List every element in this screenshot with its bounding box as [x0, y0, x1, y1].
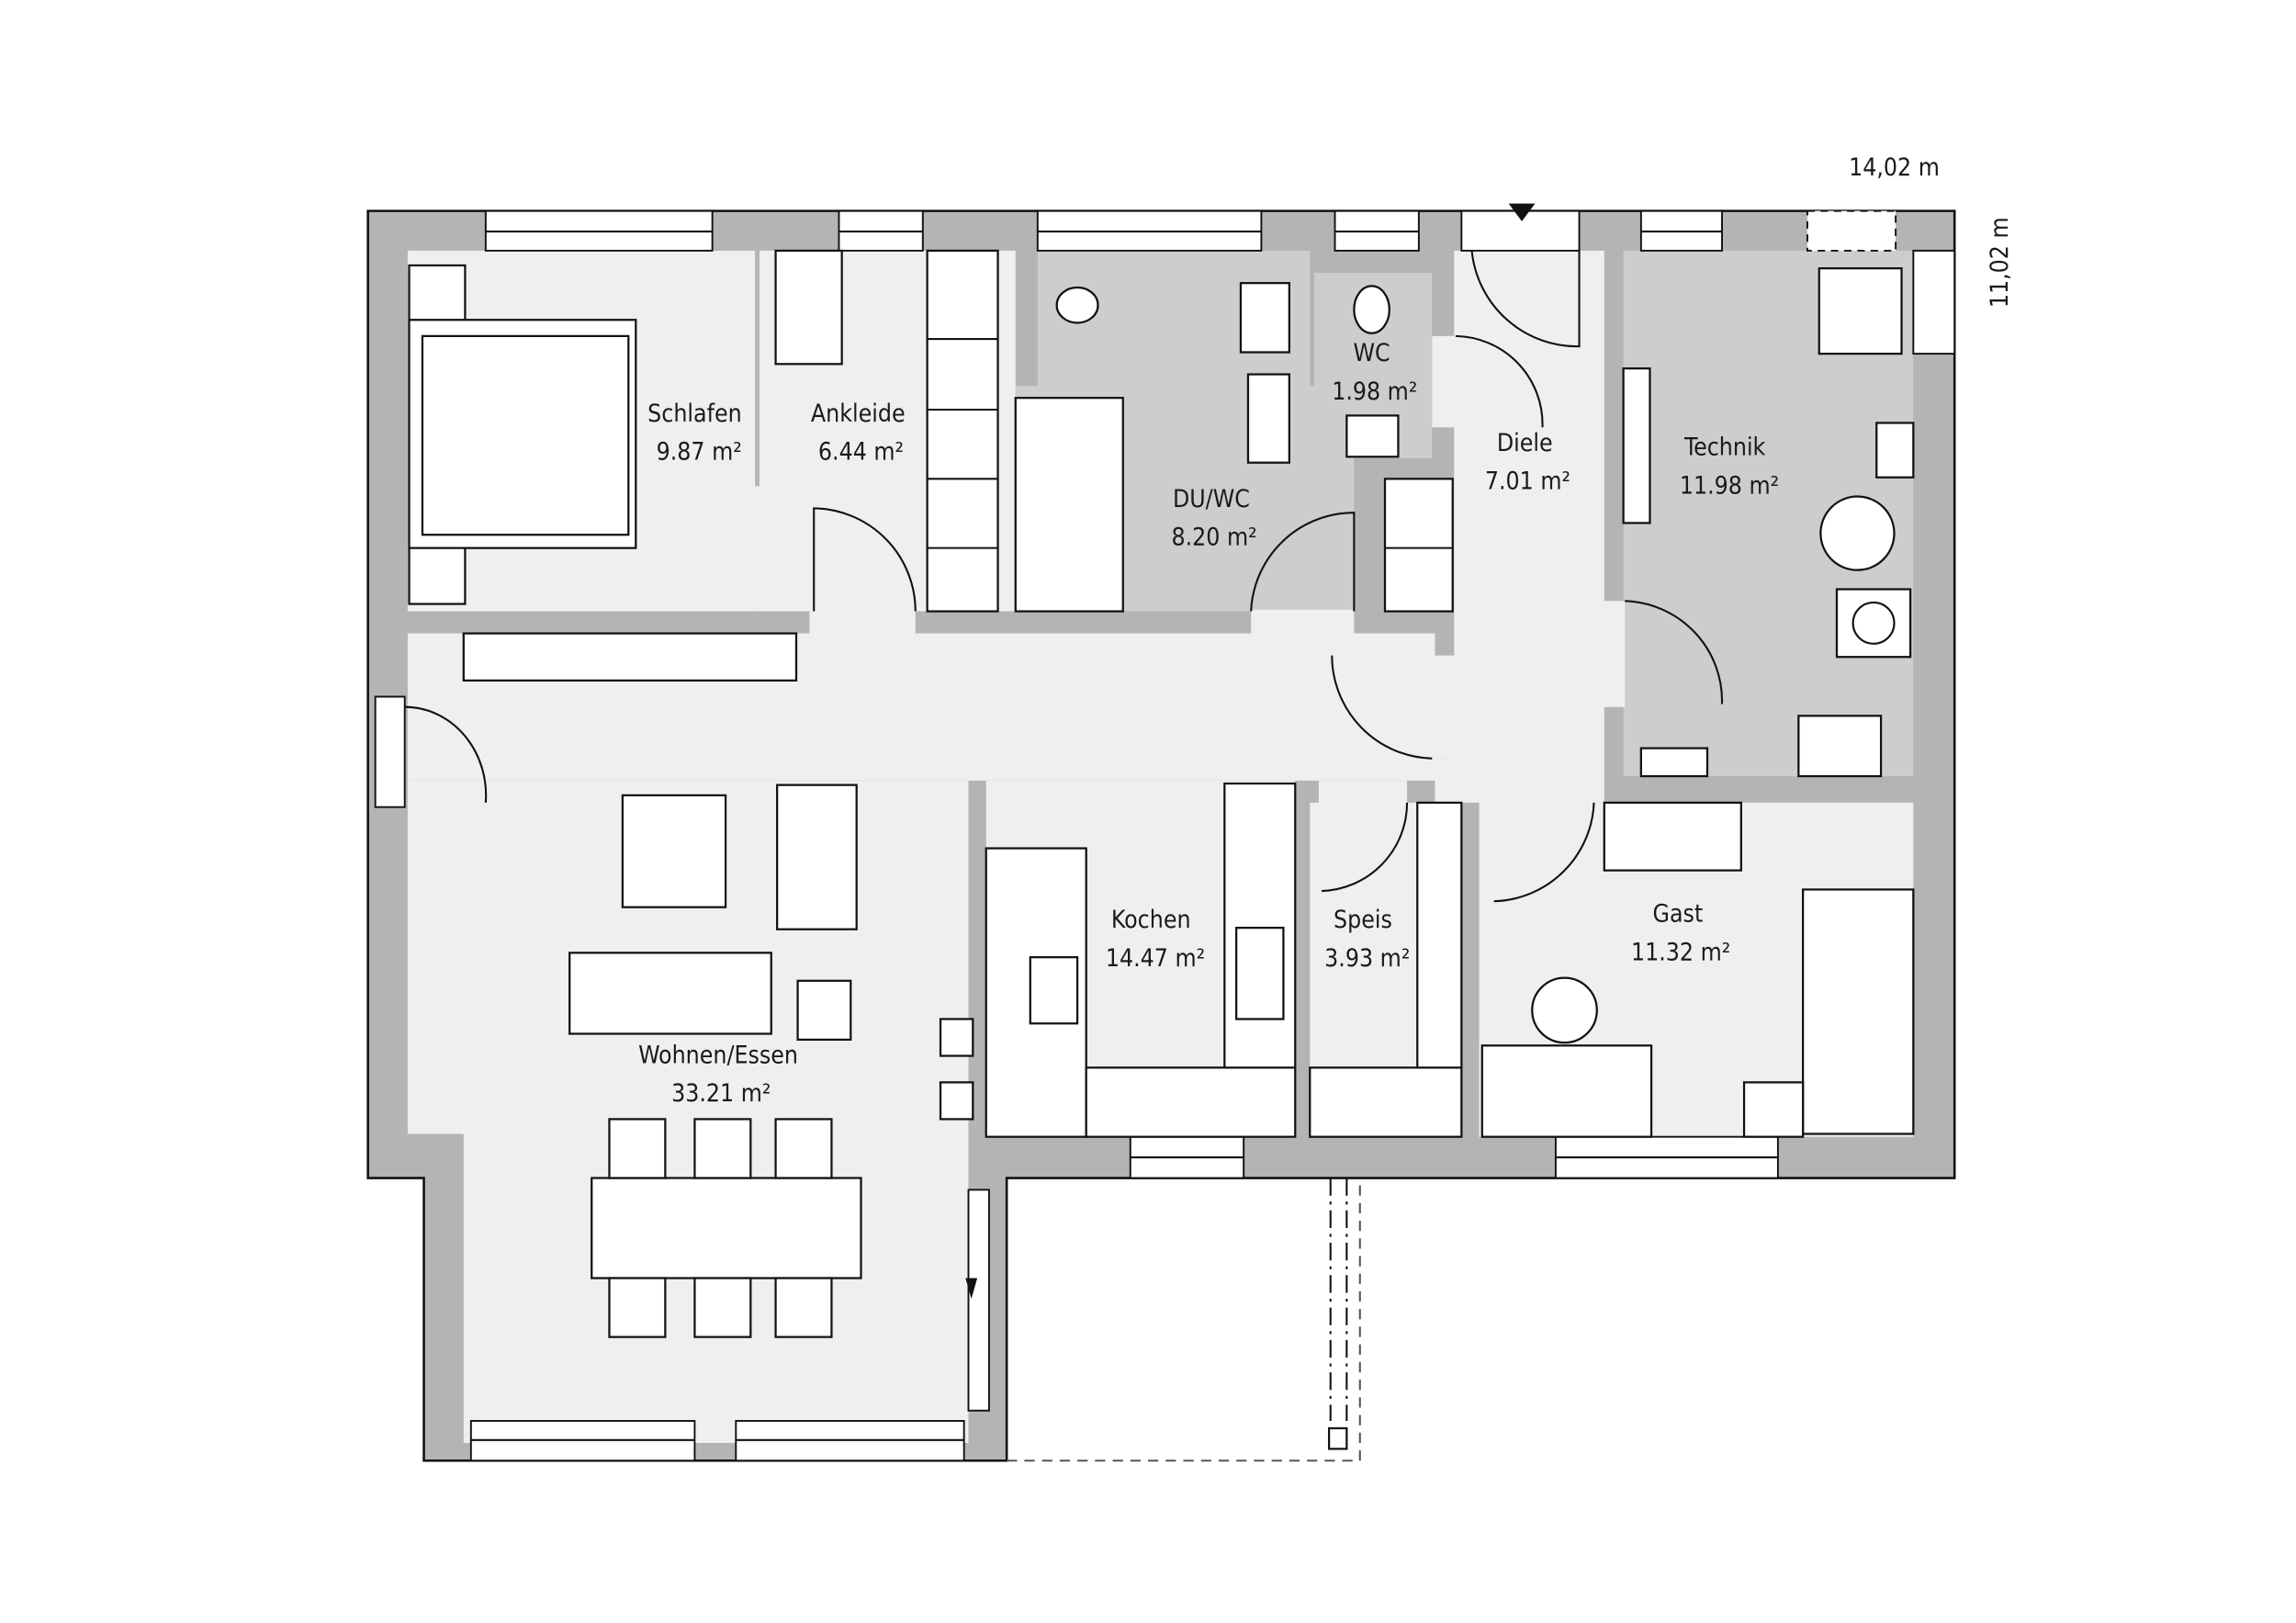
sideboard — [462, 632, 798, 682]
plant-icon — [796, 979, 852, 1042]
room-name: Speis — [1334, 906, 1392, 934]
room-area: 3.93 m² — [1324, 944, 1410, 973]
dryer — [1797, 715, 1883, 778]
terrace-outline — [1007, 1178, 1361, 1462]
sink-kitchen-icon — [1235, 926, 1285, 1020]
boiler-icon — [1819, 495, 1896, 571]
room-name: Gast — [1653, 900, 1704, 929]
wc-sink-icon — [1345, 414, 1400, 458]
floor-diele — [1454, 250, 1604, 781]
room-labels: Schlafen 9.87 m² Ankleide 6.44 m² WC 1.9… — [638, 339, 1779, 1108]
room-area: 7.01 m² — [1485, 468, 1570, 496]
depth-dimension: 11,02 m — [1986, 217, 2014, 308]
room-area: 14.47 m² — [1106, 944, 1205, 973]
desk — [1480, 1044, 1653, 1138]
terrace-post — [1327, 1426, 1348, 1450]
room-area: 6.44 m² — [818, 437, 904, 466]
shower — [1014, 397, 1124, 613]
wc-toilet-icon — [1353, 285, 1390, 334]
tank — [1818, 267, 1903, 355]
furniture — [408, 249, 1915, 1338]
chair-icon — [1531, 976, 1598, 1044]
windows — [374, 203, 1956, 1462]
cooktop-icon — [1029, 956, 1079, 1025]
room-area: 11.98 m² — [1680, 471, 1779, 500]
room-name: Wohnen/Essen — [638, 1042, 798, 1070]
room-area: 1.98 m² — [1332, 378, 1417, 406]
pantry-shelf — [1309, 1066, 1463, 1138]
door-openings — [755, 335, 1626, 805]
room-name: Ankleide — [811, 400, 906, 428]
kitchen-counter — [1223, 782, 1297, 1069]
dining-table — [591, 1177, 862, 1279]
guest-bed — [1802, 888, 1915, 1135]
toilet-icon — [1055, 286, 1099, 324]
room-name: Schlafen — [647, 400, 742, 428]
width-dimension: 14,02 m — [1849, 153, 1940, 182]
gast-cabinet — [1603, 801, 1742, 872]
room-name: Kochen — [1111, 906, 1191, 934]
sofa — [568, 952, 772, 1035]
washer-icon — [1835, 588, 1912, 659]
room-area: 33.21 m² — [671, 1079, 771, 1108]
room-name: Diele — [1497, 429, 1553, 457]
room-name: Technik — [1683, 434, 1766, 462]
sliding-door-arrow-icon — [965, 1278, 978, 1299]
diele-cabinet — [1383, 478, 1454, 613]
room-area: 11.32 m² — [1631, 938, 1730, 966]
wardrobe — [926, 249, 999, 613]
sink-icon — [1239, 282, 1290, 354]
armchair — [776, 783, 858, 930]
door-swings — [404, 250, 1724, 903]
room-area: 9.87 m² — [657, 437, 742, 466]
entrance-arrow-icon — [1508, 203, 1536, 221]
coffee-table — [621, 794, 727, 908]
room-area: 8.20 m² — [1172, 523, 1257, 551]
room-name: DU/WC — [1173, 485, 1250, 513]
shelf — [774, 249, 843, 366]
room-name: WC — [1354, 339, 1390, 367]
